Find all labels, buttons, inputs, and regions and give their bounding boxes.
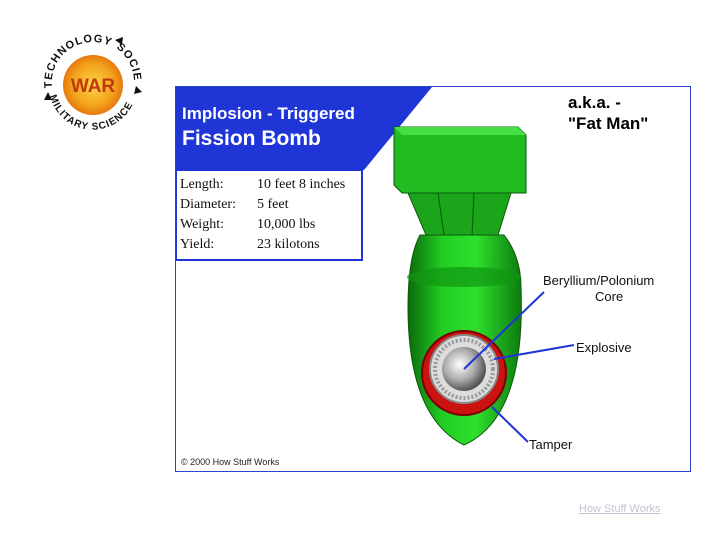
core-label-line2: Core — [595, 289, 624, 304]
spec-length-value: 10 feet 8 inches — [257, 177, 346, 192]
bomb-illustration — [176, 87, 575, 446]
tamper-label: Tamper — [529, 437, 573, 452]
tail-fin-box — [393, 126, 527, 194]
spec-diameter-value: 5 feet — [257, 197, 289, 212]
aka-line2: "Fat Man" — [568, 114, 649, 133]
tamper-callout-line — [491, 406, 529, 443]
fat-man-diagram: Implosion - Triggered Fission Bomb a.k.a… — [175, 86, 691, 472]
explosive-callout-line — [493, 344, 575, 360]
core-label-line1: Beryllium/Polonium — [543, 273, 655, 288]
diagram-title-line1: Implosion - Triggered — [182, 104, 355, 123]
spec-length-label: Length: — [180, 177, 224, 192]
core-callout-line — [463, 291, 545, 370]
logo-center-text: WAR — [71, 76, 116, 97]
spec-yield-label: Yield: — [180, 237, 215, 252]
title-banner — [176, 87, 432, 170]
spec-weight-value: 10,000 lbs — [257, 217, 316, 232]
spec-yield-value: 23 kilotons — [257, 237, 320, 252]
explosive-label: Explosive — [576, 340, 632, 355]
spec-diameter-label: Diameter: — [180, 197, 236, 212]
aka-line1: a.k.a. - — [568, 93, 621, 112]
spec-weight-label: Weight: — [180, 217, 224, 232]
how-stuff-works-link[interactable]: How Stuff Works — [579, 503, 661, 515]
diagram-title-line2: Fission Bomb — [182, 127, 321, 150]
specs-box — [176, 169, 363, 261]
war-technology-society-logo: TECHNOLOGY SOCIETY MILITARY SCIENCE WAR — [26, 13, 156, 148]
copyright-text: © 2000 How Stuff Works — [181, 457, 280, 467]
